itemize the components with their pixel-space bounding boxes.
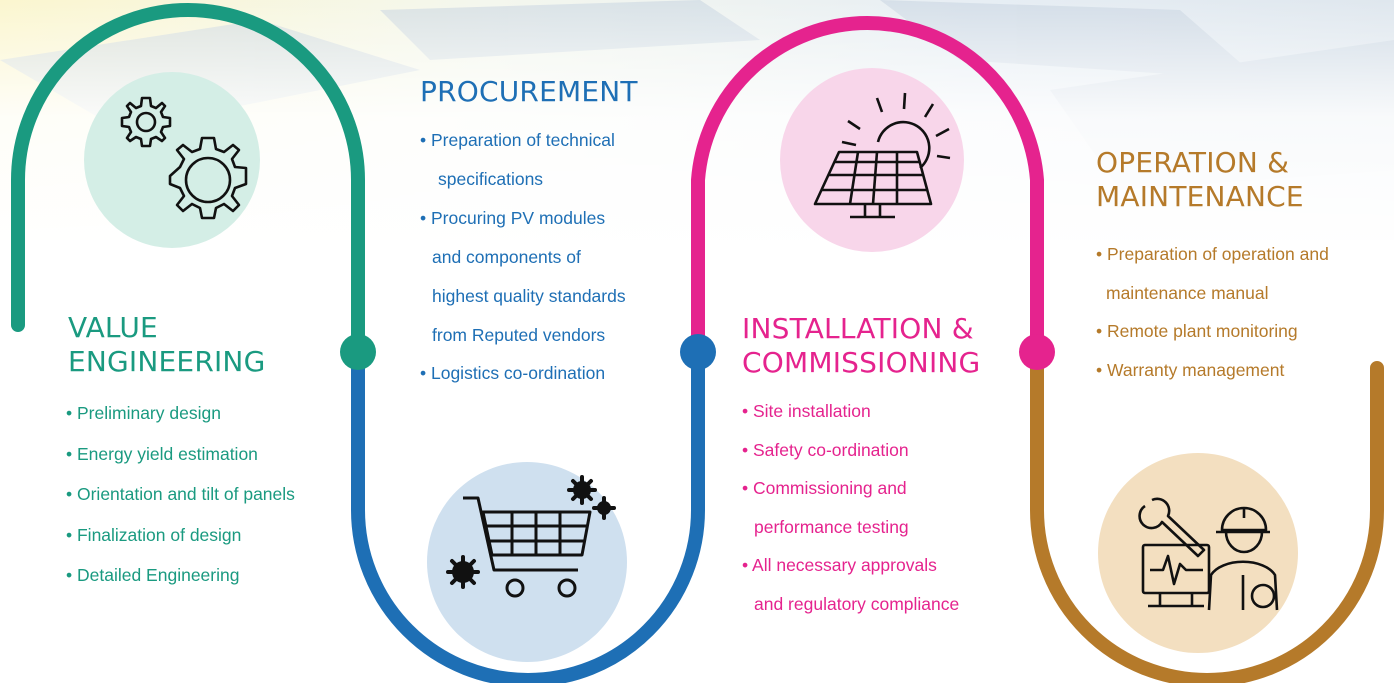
list-item: • Preliminary design <box>66 403 221 423</box>
list-item: maintenance manual <box>1106 282 1269 303</box>
list-item: • Preparation of technical <box>420 130 615 150</box>
installation-title: INSTALLATION & COMMISSIONING <box>742 312 980 380</box>
brown-path-segment <box>1030 345 1384 683</box>
gears-icon <box>120 96 248 220</box>
value-engineering-list: • Preliminary design • Energy yield esti… <box>66 393 295 596</box>
joint-dot-blue <box>680 334 716 370</box>
installation-title-line: INSTALLATION & <box>742 312 974 345</box>
list-item: • Finalization of design <box>66 524 242 545</box>
list-item: specifications <box>438 168 544 189</box>
list-item: • All necessary approvals <box>742 555 937 576</box>
list-item: • Warranty management <box>1096 359 1285 380</box>
procurement-list: • Preparation of technical specification… <box>420 121 626 393</box>
installation-circle <box>780 68 964 252</box>
maintenance-worker-icon <box>1138 497 1279 611</box>
list-item: • Site installation <box>742 401 871 421</box>
list-item: • Preparation of operation and <box>1096 244 1329 264</box>
list-item: • Procuring PV modules <box>420 207 606 228</box>
joint-dot-pink <box>1019 334 1055 370</box>
installation-list: • Site installation • Safety co-ordinati… <box>742 392 959 624</box>
maintenance-title: OPERATION & MAINTENANCE <box>1096 146 1304 214</box>
procurement-title: PROCUREMENT <box>420 75 638 109</box>
list-item: and regulatory compliance <box>754 593 960 614</box>
list-item: and components of <box>432 246 581 267</box>
list-item: • Detailed Engineering <box>66 565 240 585</box>
list-item: from Reputed vendors <box>432 324 606 345</box>
list-item: • Logistics co-ordination <box>420 363 606 384</box>
maintenance-circle <box>1098 453 1298 653</box>
list-item: • Orientation and tilt of panels <box>66 484 295 504</box>
list-item: • Remote plant monitoring <box>1096 321 1298 341</box>
list-item: performance testing <box>754 516 909 537</box>
blue-path-segment <box>351 352 705 683</box>
installation-title-line: COMMISSIONING <box>742 346 981 379</box>
joint-dot-green <box>340 334 376 370</box>
maintenance-title-line: MAINTENANCE <box>1096 180 1304 213</box>
maintenance-title-line: OPERATION & <box>1096 146 1290 179</box>
shopping-cart-icon <box>446 475 616 598</box>
list-item: highest quality standards <box>432 285 626 306</box>
list-item: • Safety co-ordination <box>742 439 909 460</box>
pink-path-segment <box>691 16 1044 352</box>
maintenance-list: • Preparation of operation and maintenan… <box>1096 235 1329 389</box>
list-item: • Energy yield estimation <box>66 443 258 464</box>
value-engineering-title: VALUE ENGINEERING <box>68 311 265 379</box>
green-path-segment <box>11 3 365 359</box>
list-item: • Commissioning and <box>742 478 907 499</box>
procurement-circle <box>427 462 627 662</box>
solar-panel-sun-icon <box>813 92 951 219</box>
value-engineering-title-line: ENGINEERING <box>68 345 266 378</box>
procurement-title-line: PROCUREMENT <box>420 75 638 108</box>
value-engineering-title-line: VALUE <box>68 311 158 344</box>
